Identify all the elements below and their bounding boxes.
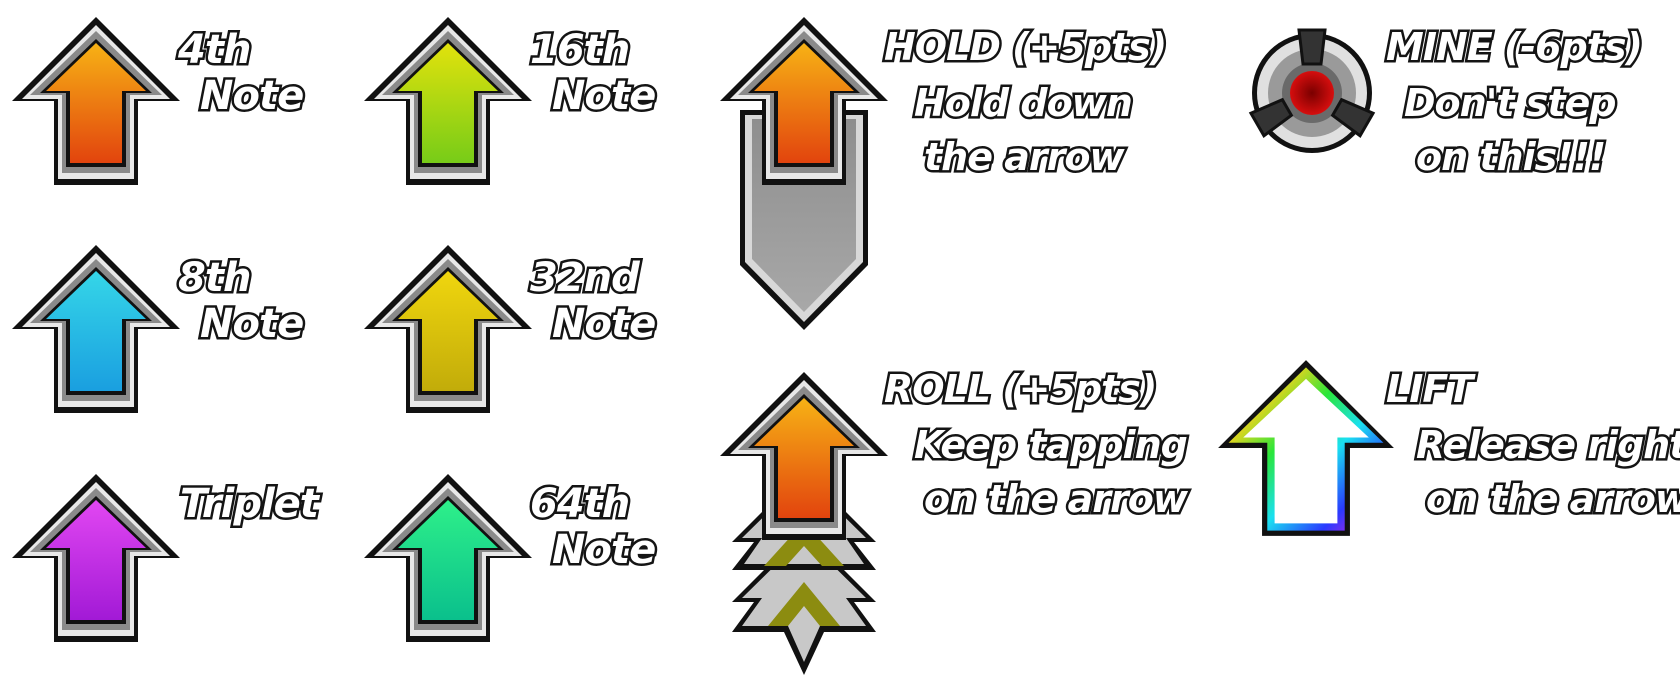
roll-chevron-mark <box>764 522 844 566</box>
hold-label: HOLD (+5pts) Hold down the arrow <box>881 25 1169 179</box>
note-16th-label: 16th Note <box>527 27 658 119</box>
mine-label: MINE (-6pts) Don't step on this!!! <box>1384 25 1646 179</box>
lift-label: LIFT Release right on the arrow <box>1384 367 1680 521</box>
mine-core <box>1290 71 1334 115</box>
note-64th-label: 64th Note <box>527 481 658 573</box>
note-64th-arrow-icon <box>364 474 532 642</box>
note-4th-label: 4th Note <box>175 27 306 119</box>
note-8th-label: 8th Note <box>175 255 306 347</box>
note-8th-arrow-icon <box>12 245 180 413</box>
note-triplet-arrow-icon <box>12 474 180 642</box>
note-triplet-label: Triplet <box>178 481 322 527</box>
roll-chevron-tail <box>732 470 876 675</box>
roll-chevron-mark <box>768 582 840 626</box>
note-32nd-arrow-icon <box>364 245 532 413</box>
mine-icon <box>1248 28 1376 153</box>
hold-note-icon <box>720 17 888 330</box>
roll-note-icon <box>720 372 888 675</box>
note-32nd-label: 32nd Note <box>527 255 658 347</box>
lift-note-icon <box>1218 360 1394 536</box>
note-4th-arrow-icon <box>12 17 180 185</box>
roll-label: ROLL (+5pts) Keep tapping on the arrow <box>882 367 1191 521</box>
note-16th-arrow-icon <box>364 17 532 185</box>
